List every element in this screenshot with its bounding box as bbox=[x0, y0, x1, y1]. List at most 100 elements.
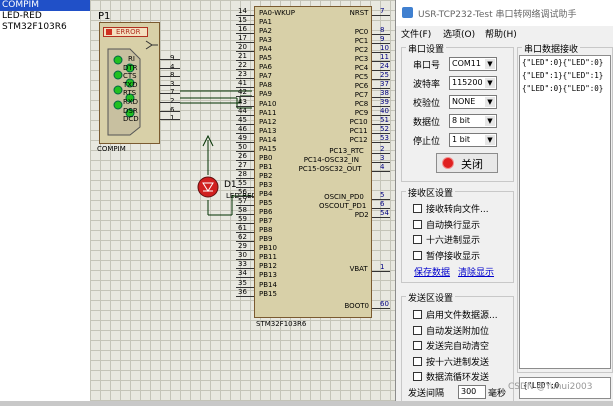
mcu-pin-number: 58 bbox=[238, 206, 247, 215]
chevron-down-icon[interactable]: ▼ bbox=[485, 78, 495, 88]
mcu-pin-number: 29 bbox=[238, 242, 247, 251]
connector-body[interactable]: ERROR bbox=[99, 22, 160, 144]
recv-settings-title: 接收区设置 bbox=[406, 186, 456, 199]
mcu-pin-line bbox=[236, 105, 254, 107]
mcu-pin-line bbox=[372, 97, 390, 98]
mcu-pin-line bbox=[236, 214, 254, 216]
mcu-pin-line bbox=[372, 308, 390, 309]
menu-file[interactable]: 文件(F) bbox=[401, 30, 432, 40]
mcu-pin-name: PB8 bbox=[259, 226, 273, 235]
serial-field-label: 校验位 bbox=[413, 99, 441, 109]
serial-field-select[interactable]: 8 bit ▼ bbox=[449, 114, 497, 128]
mcu-pin-line bbox=[236, 196, 254, 197]
mcu-pin-line bbox=[372, 34, 390, 35]
save-data-link[interactable]: 保存数据 bbox=[414, 268, 451, 278]
connector-ref: P1 bbox=[98, 11, 111, 22]
chevron-down-icon[interactable]: ▼ bbox=[485, 135, 495, 145]
connector-pin-line bbox=[160, 59, 180, 60]
checkbox-label: 发送完自动清空 bbox=[426, 342, 490, 352]
checkbox-label: 自动发送附加位 bbox=[426, 326, 490, 337]
mcu-pin-line bbox=[236, 141, 254, 143]
send-interval-input[interactable]: 300 bbox=[458, 385, 486, 399]
chevron-down-icon[interactable]: ▼ bbox=[485, 97, 495, 107]
serial-field-select[interactable]: NONE▼ bbox=[449, 95, 497, 109]
mcu-pin-name: PD2 bbox=[354, 211, 369, 219]
checkbox-icon[interactable] bbox=[413, 204, 422, 213]
mcu-pin-number: 30 bbox=[238, 251, 247, 260]
mcu-pin-line bbox=[236, 96, 254, 98]
menu-options[interactable]: 选项(O) bbox=[443, 30, 476, 40]
library-item-compim[interactable]: COMPIM bbox=[0, 0, 90, 11]
connector-pin-line bbox=[160, 102, 180, 103]
mcu-pin-line bbox=[236, 223, 254, 225]
mcu-pin-line bbox=[372, 208, 390, 209]
mcu-pin-name: PA13 bbox=[259, 126, 277, 135]
serial-field-select[interactable]: COM11 ▼ bbox=[449, 57, 497, 71]
checkbox-icon[interactable] bbox=[413, 372, 422, 381]
serial-field-select[interactable]: 1 bit▼ bbox=[449, 133, 497, 147]
led-icon[interactable] bbox=[198, 177, 218, 197]
serial-settings-group: 串口设置 bbox=[401, 42, 514, 182]
mcu-pin-name: OSCOUT_PD1 bbox=[319, 202, 367, 210]
mcu-pin-line bbox=[236, 250, 254, 252]
mcu-pin-number: 49 bbox=[238, 133, 247, 142]
checkbox-option[interactable]: 十六进制显示 bbox=[413, 233, 480, 246]
mcu-pin-number: 16 bbox=[238, 25, 247, 34]
mcu-pin-name: PC3 bbox=[354, 55, 369, 63]
mcu-pin-name: PB11 bbox=[259, 253, 277, 262]
checkbox-option[interactable]: 暂停接收显示 bbox=[413, 249, 480, 262]
connector-pin-name: RI bbox=[128, 55, 135, 63]
checkbox-icon[interactable] bbox=[413, 310, 422, 319]
mcu-pin-number: 27 bbox=[238, 160, 247, 169]
checkbox-icon[interactable] bbox=[413, 219, 422, 229]
library-item-stm32[interactable]: STM32F103R6 bbox=[2, 22, 67, 32]
serial-field-value: COM11 bbox=[452, 59, 481, 68]
title-bar[interactable]: USR-TCP232-Test 串口转网络调试助手 bbox=[396, 0, 613, 26]
checkbox-option[interactable]: 发送完自动清空 bbox=[413, 339, 489, 352]
menu-help[interactable]: 帮助(H) bbox=[485, 30, 517, 40]
mcu-pin-name: PC6 bbox=[354, 82, 369, 90]
checkbox-option[interactable]: 按十六进制发送 bbox=[413, 355, 489, 368]
checkbox-option[interactable]: 数据流循环发送 bbox=[413, 370, 489, 383]
checkbox-icon[interactable] bbox=[413, 356, 422, 366]
mcu-pin-line bbox=[372, 142, 390, 143]
checkbox-option[interactable]: 自动换行显示 bbox=[413, 218, 480, 231]
mcu-pin-name: PC11 bbox=[349, 127, 368, 135]
mcu-pin-line bbox=[236, 277, 254, 279]
mcu-pin-line bbox=[372, 70, 390, 71]
mcu-pin-line bbox=[236, 33, 254, 35]
serial-field-value: 8 bit bbox=[452, 116, 471, 125]
chevron-down-icon[interactable]: ▼ bbox=[485, 116, 495, 126]
checkbox-icon[interactable] bbox=[413, 250, 422, 260]
checkbox-icon[interactable] bbox=[413, 325, 422, 335]
db9-connector-icon bbox=[107, 40, 158, 136]
mcu-pin-number: 24 bbox=[380, 62, 389, 70]
mcu-pin-line bbox=[236, 159, 254, 161]
mcu-pin-line bbox=[236, 132, 254, 134]
mcu-pin-line bbox=[236, 241, 254, 243]
checkbox-option[interactable]: 接收转向文件... bbox=[413, 202, 489, 215]
mcu-pin-line bbox=[372, 133, 390, 134]
recv-textarea[interactable]: {"LED":0}{"LED":0} {"LED":1}{"LED":1} {"… bbox=[519, 55, 611, 369]
mcu-pin-line bbox=[236, 232, 254, 234]
mcu-body[interactable] bbox=[254, 6, 372, 318]
mcu-pin-line bbox=[236, 168, 254, 170]
checkbox-option[interactable]: 自动发送附加位 bbox=[413, 324, 489, 337]
mcu-pin-line bbox=[236, 51, 254, 53]
send-textarea[interactable]: {"LED":0 bbox=[519, 377, 611, 399]
close-port-button[interactable]: 关闭 bbox=[436, 153, 498, 173]
chevron-down-icon[interactable]: ▼ bbox=[485, 59, 495, 69]
clear-display-link[interactable]: 清除显示 bbox=[458, 268, 495, 278]
mcu-pin-number: 62 bbox=[238, 233, 247, 242]
checkbox-icon[interactable] bbox=[413, 341, 422, 350]
checkbox-icon[interactable] bbox=[413, 235, 422, 244]
mcu-pin-name: PB0 bbox=[259, 153, 273, 162]
mcu-pin-name: PA15 bbox=[259, 144, 277, 153]
mcu-pin-name: PB4 bbox=[259, 190, 273, 198]
close-port-label: 关闭 bbox=[461, 158, 483, 171]
mcu-pin-number: 50 bbox=[238, 142, 247, 151]
library-item-led-red[interactable]: LED-RED bbox=[2, 11, 42, 21]
checkbox-option[interactable]: 启用文件数据源... bbox=[413, 308, 498, 321]
serial-field-select[interactable]: 115200▼ bbox=[449, 76, 497, 90]
mcu-pin-name: PB1 bbox=[259, 162, 273, 171]
